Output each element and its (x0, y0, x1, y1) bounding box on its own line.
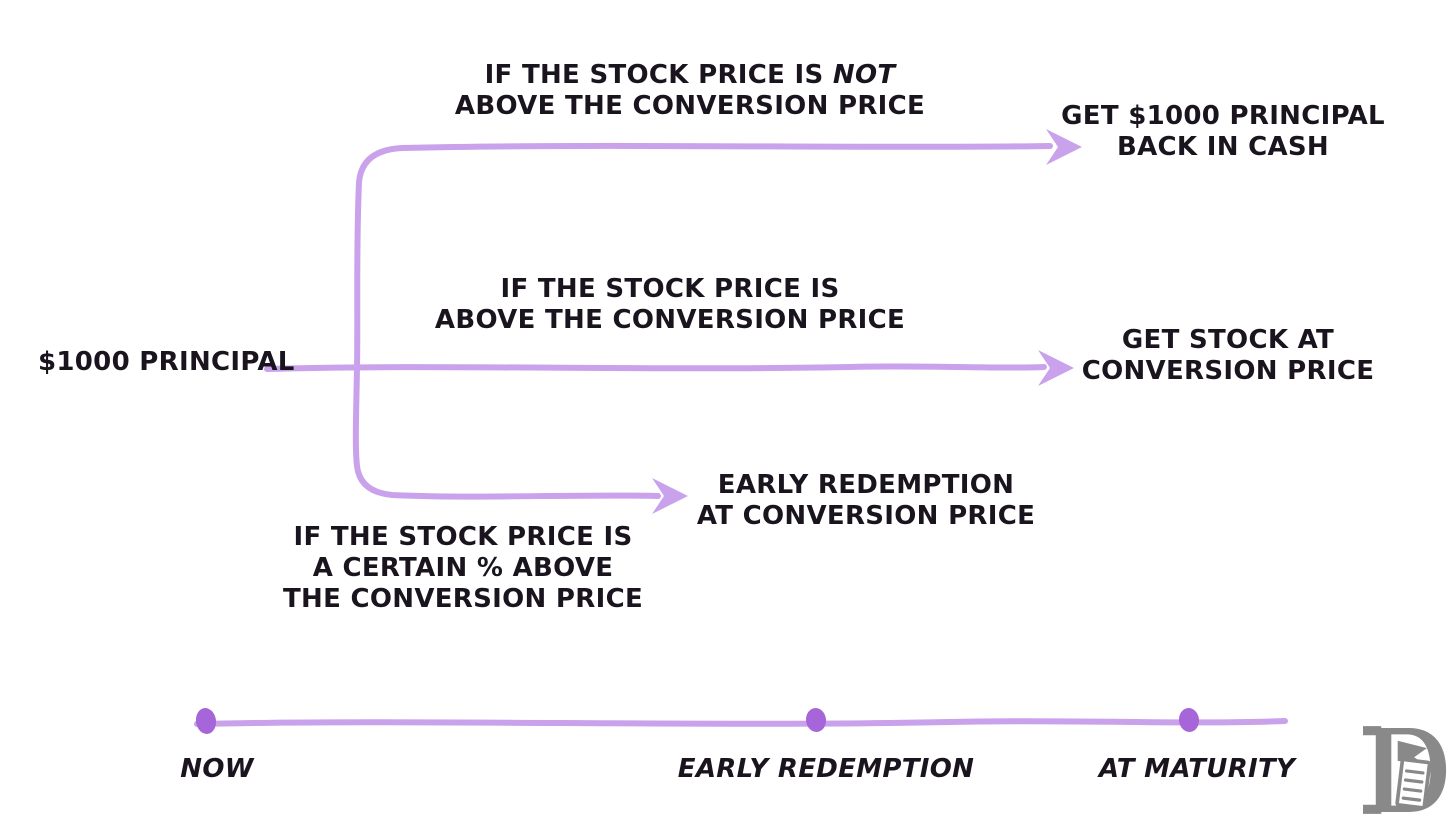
timeline-dot-early-redemption (805, 708, 827, 732)
timeline-line (194, 718, 1288, 727)
top-condition-line1: IF THE STOCK PRICE IS NOT (455, 60, 925, 91)
top-branch-condition: IF THE STOCK PRICE IS NOT ABOVE THE CONV… (455, 60, 925, 122)
bottom-branch-condition: IF THE STOCK PRICE IS A CERTAIN % ABOVE … (283, 522, 643, 615)
bottom-result-line1: EARLY REDEMPTION (717, 470, 1015, 500)
top-condition-line1-text: IF THE STOCK PRICE IS (484, 60, 833, 90)
publisher-logo (1363, 724, 1447, 816)
timeline-label-at-maturity: AT MATURITY (1098, 754, 1296, 784)
principal-label: $1000 PRINCIPAL (38, 347, 295, 377)
middle-result-line2: CONVERSION PRICE (1081, 356, 1375, 386)
middle-condition-line2: ABOVE THE CONVERSION PRICE (434, 305, 906, 335)
top-condition-emphasis: NOT (832, 60, 896, 90)
top-condition-line2: ABOVE THE CONVERSION PRICE (454, 91, 926, 121)
timeline-label-now: NOW (180, 754, 254, 784)
timeline-dot-now (195, 708, 217, 734)
top-result-line1: GET $1000 PRINCIPAL (1061, 101, 1385, 131)
middle-branch-result: GET STOCK AT CONVERSION PRICE (1082, 325, 1375, 387)
bottom-result-line2: AT CONVERSION PRICE (696, 501, 1036, 531)
middle-branch-condition: IF THE STOCK PRICE IS ABOVE THE CONVERSI… (435, 274, 905, 336)
bottom-condition-line3: THE CONVERSION PRICE (282, 584, 644, 614)
bottom-condition-line2: A CERTAIN % ABOVE (312, 553, 614, 583)
fork-branch-line (352, 142, 1053, 500)
top-result-line2: BACK IN CASH (1117, 132, 1329, 162)
middle-result-line1: GET STOCK AT (1121, 325, 1335, 355)
top-branch-result: GET $1000 PRINCIPAL BACK IN CASH (1061, 101, 1385, 163)
letter-d-scroll-icon (1363, 726, 1447, 814)
middle-condition-line1: IF THE STOCK PRICE IS (500, 274, 840, 304)
timeline-label-early-redemption: EARLY REDEMPTION (677, 754, 975, 784)
bottom-branch-result: EARLY REDEMPTION AT CONVERSION PRICE (697, 470, 1035, 532)
top-arrowhead-icon (1046, 129, 1082, 165)
middle-branch-line (264, 363, 1047, 372)
middle-arrowhead-icon (1038, 350, 1074, 386)
bottom-condition-line1: IF THE STOCK PRICE IS (293, 522, 633, 552)
timeline-dot-at-maturity (1178, 708, 1200, 732)
bottom-arrowhead-icon (652, 478, 688, 514)
